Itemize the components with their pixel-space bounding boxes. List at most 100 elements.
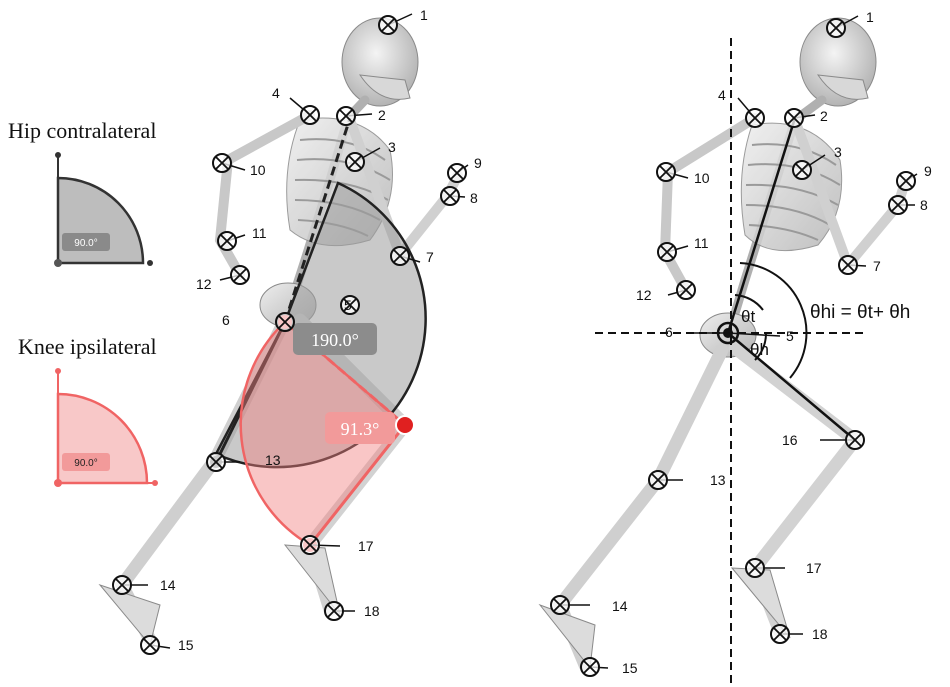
right-marker-12-cross-1: [679, 283, 693, 297]
right-marker-label-16: 16: [782, 432, 798, 448]
knee-legend-title: Knee ipsilateral: [18, 334, 157, 359]
right-marker-18-cross-1: [773, 627, 787, 641]
hip-legend-readout-box: [62, 233, 110, 251]
right-marker-label-12: 12: [636, 287, 652, 303]
right-marker-label-17: 17: [806, 560, 822, 576]
left-marker-label-3: 3: [388, 139, 396, 155]
right-marker-16-cross-1: [848, 433, 862, 447]
knee-legend-axis-end: [55, 368, 61, 374]
right-marker-1-cross-1: [829, 21, 843, 35]
left-marker-label-10: 10: [250, 162, 266, 178]
knee-angle-label: 91.3°: [341, 419, 380, 439]
hip-legend-axis-end: [55, 152, 61, 158]
left-marker-label-6: 6: [222, 312, 230, 328]
left-marker-9-cross-1: [450, 166, 464, 180]
thigh-reference-line: [284, 320, 406, 427]
knee-angle-sector: [239, 320, 407, 547]
right-back-arm: [659, 113, 760, 295]
right-jaw: [816, 74, 869, 100]
right-marker-15-cross-1: [583, 660, 597, 674]
right-marker-label-14: 14: [612, 598, 628, 614]
right-marker-2-cross-1: [787, 111, 801, 125]
right-marker-17-cross-1: [748, 561, 762, 575]
left-marker-label-18: 18: [364, 603, 380, 619]
left-marker-6-cross-1: [278, 315, 292, 329]
hip-angle-label-box: [293, 323, 377, 355]
right-marker-6-icon: [716, 321, 740, 345]
right-marker-9-cross-1: [899, 174, 913, 188]
right-marker-label-4: 4: [718, 87, 726, 103]
right-marker-label-10: 10: [694, 170, 710, 186]
right-back-leg: [552, 343, 729, 672]
theta-hi-arc: [739, 262, 808, 379]
right-marker-3-cross-1: [795, 163, 809, 177]
left-marker-label-14: 14: [160, 577, 176, 593]
left-marker-7-cross-1: [393, 249, 407, 263]
left-marker-label-1: 1: [420, 7, 428, 23]
right-marker-label-15: 15: [622, 660, 638, 676]
left-marker-2-cross-1: [339, 109, 353, 123]
theta-t-label: θt: [741, 307, 755, 326]
left-marker-5-cross-1: [343, 298, 357, 312]
left-marker-label-4: 4: [272, 85, 280, 101]
hip-legend-readout: 90.0°: [74, 238, 97, 249]
hip-legend-origin: [54, 259, 62, 267]
left-marker-10-cross-1: [215, 156, 229, 170]
left-marker-13-cross-1: [209, 455, 223, 469]
right-marker-14-cross-1: [553, 598, 567, 612]
left-marker-label-7: 7: [426, 249, 434, 265]
right-front-arm: [790, 115, 910, 275]
left-marker-17-cross-1: [303, 538, 317, 552]
shank-line: [308, 424, 407, 546]
left-marker-label-12: 12: [196, 276, 212, 292]
right-marker-label-6: 6: [665, 324, 673, 340]
right-marker-4-cross-1: [748, 111, 762, 125]
trunk-reference-line: [283, 117, 352, 323]
angle-equation: θhi = θt+ θh: [810, 302, 910, 323]
right-marker-10-cross-1: [659, 165, 673, 179]
right-back-foot: [538, 603, 596, 670]
right-marker-label-3: 3: [834, 144, 842, 160]
hip-angle-label: 190.0°: [311, 330, 359, 350]
theta-h-label: θh: [750, 340, 769, 359]
right-marker-label-1: 1: [866, 9, 874, 25]
knee-legend-readout: 90.0°: [74, 458, 97, 469]
right-marker-label-9: 9: [924, 163, 932, 179]
left-marker-label-11: 11: [252, 225, 267, 241]
left-marker-14-cross-1: [115, 578, 129, 592]
trunk-line: [726, 117, 797, 334]
knee-legend-origin: [54, 479, 62, 487]
left-marker-11-cross-1: [220, 234, 234, 248]
right-marker-leader-5: [727, 332, 781, 337]
left-marker-label-9: 9: [474, 155, 482, 171]
left-knee-joint: [395, 415, 415, 435]
left-marker-15-cross-1: [143, 638, 157, 652]
left-marker-label-13: 13: [265, 452, 281, 468]
left-marker-8-cross-1: [443, 189, 457, 203]
right-marker-7-cross-1: [841, 258, 855, 272]
right-marker-label-13: 13: [710, 472, 726, 488]
knee-angle-label-box: [325, 412, 395, 444]
right-marker-label-18: 18: [812, 626, 828, 642]
left-marker-label-5: 5: [344, 297, 352, 313]
right-skeleton: [538, 17, 910, 672]
right-ribs: [745, 143, 841, 241]
knee-legend-readout-box: [62, 453, 110, 471]
left-jaw: [358, 74, 411, 100]
left-marker-label-2: 2: [378, 107, 386, 123]
left-back-arm: [214, 110, 315, 280]
left-marker-18-cross-1: [327, 604, 341, 618]
left-marker-3-cross-1: [348, 155, 362, 169]
back-thigh-line: [214, 321, 287, 463]
hip-legend-title: Hip contralateral: [8, 118, 156, 143]
right-marker-11-cross-1: [660, 245, 674, 259]
left-back-foot: [98, 583, 161, 647]
right-marker-label-5: 5: [786, 328, 794, 344]
thigh-line: [727, 332, 856, 441]
knee-legend-axis-end-right: [152, 480, 158, 486]
knee-legend: Knee ipsilateral 90.0°: [18, 334, 158, 487]
theta-t-arc: [734, 294, 764, 311]
hip-legend-axis-end-right: [147, 260, 153, 266]
